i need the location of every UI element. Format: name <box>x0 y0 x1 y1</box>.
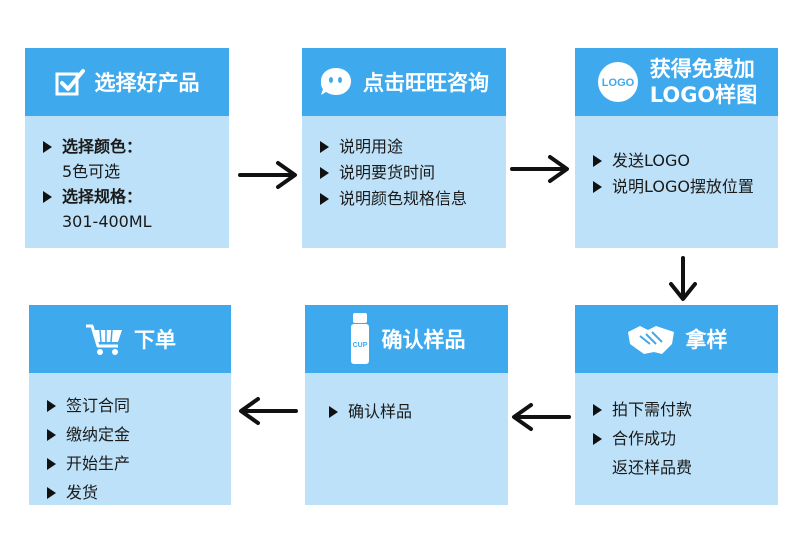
triangle-bullet-icon <box>43 191 52 203</box>
arrow-left-icon <box>512 403 571 431</box>
item-sub: 5色可选 <box>62 162 121 181</box>
list-item: 说明用途 <box>320 134 506 160</box>
list-item: 开始生产 <box>47 449 231 478</box>
triangle-bullet-icon <box>47 487 56 499</box>
list-item: 选择规格： <box>43 184 229 210</box>
triangle-bullet-icon <box>593 181 602 193</box>
triangle-bullet-icon <box>47 400 56 412</box>
shopping-cart-icon <box>84 322 124 356</box>
item-sub: 返还样品费 <box>612 458 693 477</box>
arrow-right-icon <box>238 161 297 189</box>
step-card-place-order: 下单 签订合同 缴纳定金 开始生产 发货 <box>29 305 231 505</box>
item-label: 发送LOGO <box>612 151 690 170</box>
item-label: 签订合同 <box>66 396 131 415</box>
list-item: 拍下需付款 <box>593 395 778 424</box>
item-label: 说明LOGO摆放位置 <box>612 177 754 196</box>
list-item: 选择颜色： <box>43 134 229 160</box>
list-item: 确认样品 <box>329 399 508 425</box>
step-card-get-sample: 拿样 拍下需付款 合作成功 返还样品费 <box>575 305 778 505</box>
arrow-right-icon <box>510 155 569 183</box>
cup-text: CUP <box>352 342 367 349</box>
step-header: CUP 确认样品 <box>305 305 508 373</box>
step-card-select-product: 选择好产品 选择颜色： 5色可选 选择规格： 301-400ML <box>25 48 229 248</box>
wangwang-chat-icon <box>319 66 353 98</box>
item-label: 选择规格： <box>62 187 143 206</box>
list-item: 说明LOGO摆放位置 <box>593 174 778 200</box>
triangle-bullet-icon <box>593 404 602 416</box>
step-title: 点击旺旺咨询 <box>363 71 489 95</box>
step-title-line1: 获得免费加 <box>649 57 755 81</box>
checkbox-icon <box>55 68 85 96</box>
item-sub: 301-400ML <box>62 212 152 231</box>
arrow-left-icon <box>239 397 298 425</box>
step-header: LOGO 获得免费加 LOGO样图 <box>575 48 778 116</box>
step-header: 点击旺旺咨询 <box>302 48 506 116</box>
step-title: 下单 <box>134 328 176 352</box>
step-card-logo-preview: LOGO 获得免费加 LOGO样图 发送LOGO 说明LOGO摆放位置 <box>575 48 778 248</box>
list-item: 发货 <box>47 478 231 507</box>
step-title: 拿样 <box>685 328 728 352</box>
triangle-bullet-icon <box>320 141 329 153</box>
list-item: 合作成功 <box>593 424 778 453</box>
list-item: 说明颜色规格信息 <box>320 186 506 212</box>
item-label: 说明用途 <box>339 137 404 156</box>
list-item: 说明要货时间 <box>320 160 506 186</box>
item-label: 开始生产 <box>66 454 131 473</box>
triangle-bullet-icon <box>43 141 52 153</box>
logo-badge-text: LOGO <box>602 77 635 89</box>
item-label: 确认样品 <box>348 402 413 421</box>
triangle-bullet-icon <box>320 193 329 205</box>
step-title: 选择好产品 <box>94 71 200 95</box>
step-title-line2: LOGO样图 <box>649 83 758 107</box>
item-label: 说明要货时间 <box>339 163 436 182</box>
triangle-bullet-icon <box>47 458 56 470</box>
handshake-icon <box>626 322 676 356</box>
triangle-bullet-icon <box>593 433 602 445</box>
triangle-bullet-icon <box>329 406 338 418</box>
item-label: 选择颜色： <box>62 137 143 156</box>
cup-bottle-icon: CUP <box>348 311 372 367</box>
list-item: 缴纳定金 <box>47 420 231 449</box>
list-item: 发送LOGO <box>593 148 778 174</box>
step-header: 选择好产品 <box>25 48 229 116</box>
item-label: 缴纳定金 <box>66 425 131 444</box>
list-item: 签订合同 <box>47 391 231 420</box>
item-label: 拍下需付款 <box>612 400 693 419</box>
step-header: 下单 <box>29 305 231 373</box>
step-card-consult: 点击旺旺咨询 说明用途 说明要货时间 说明颜色规格信息 <box>302 48 506 248</box>
triangle-bullet-icon <box>593 155 602 167</box>
triangle-bullet-icon <box>47 429 56 441</box>
item-label: 说明颜色规格信息 <box>339 189 468 208</box>
item-label: 发货 <box>66 483 99 502</box>
triangle-bullet-icon <box>320 167 329 179</box>
arrow-down-icon <box>669 256 697 301</box>
item-label: 合作成功 <box>612 429 677 448</box>
logo-badge-icon: LOGO <box>596 60 640 104</box>
step-header: 拿样 <box>575 305 778 373</box>
step-card-confirm-sample: CUP 确认样品 确认样品 <box>305 305 508 505</box>
step-title: 确认样品 <box>381 328 466 352</box>
